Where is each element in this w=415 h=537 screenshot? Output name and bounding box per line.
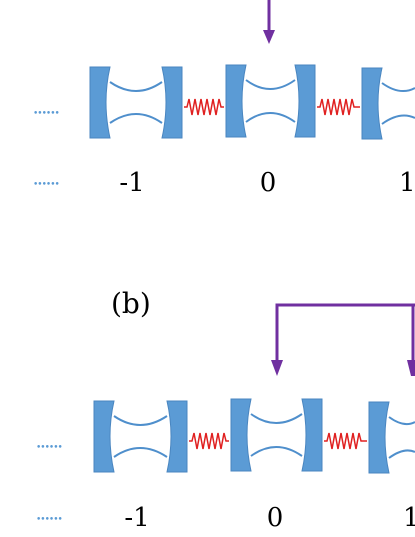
site-label: 0 (267, 503, 284, 533)
drive-arrow-icon (263, 0, 275, 44)
spring-icon (324, 432, 367, 450)
site-label: 1 (399, 168, 415, 198)
panel-label: (b) (111, 287, 151, 320)
cavity-icon (225, 64, 316, 138)
site-label: -1 (119, 168, 144, 198)
spring-icon (184, 98, 224, 116)
site-label: 1 (403, 503, 415, 533)
spring-icon (317, 98, 360, 116)
dots-leading-bottom: •••••• (36, 443, 62, 453)
cavity-icon (361, 67, 415, 140)
site-label: -1 (124, 503, 149, 533)
cavity-icon (89, 66, 183, 139)
cavity-icon (230, 398, 323, 472)
dots-label-row-top: •••••• (33, 180, 59, 190)
dots-leading-top: •••••• (33, 109, 59, 119)
feedback-arrow-icon (271, 303, 415, 376)
panel-b: (b) •••••• (36, 287, 415, 533)
site-label: 0 (260, 168, 277, 198)
panel-a: •••••• •••••• -1 0 1 (33, 0, 415, 198)
cavity-icon (93, 400, 188, 473)
spring-icon (189, 432, 229, 450)
cavity-icon (368, 401, 415, 474)
dots-label-row-bottom: •••••• (36, 515, 62, 525)
